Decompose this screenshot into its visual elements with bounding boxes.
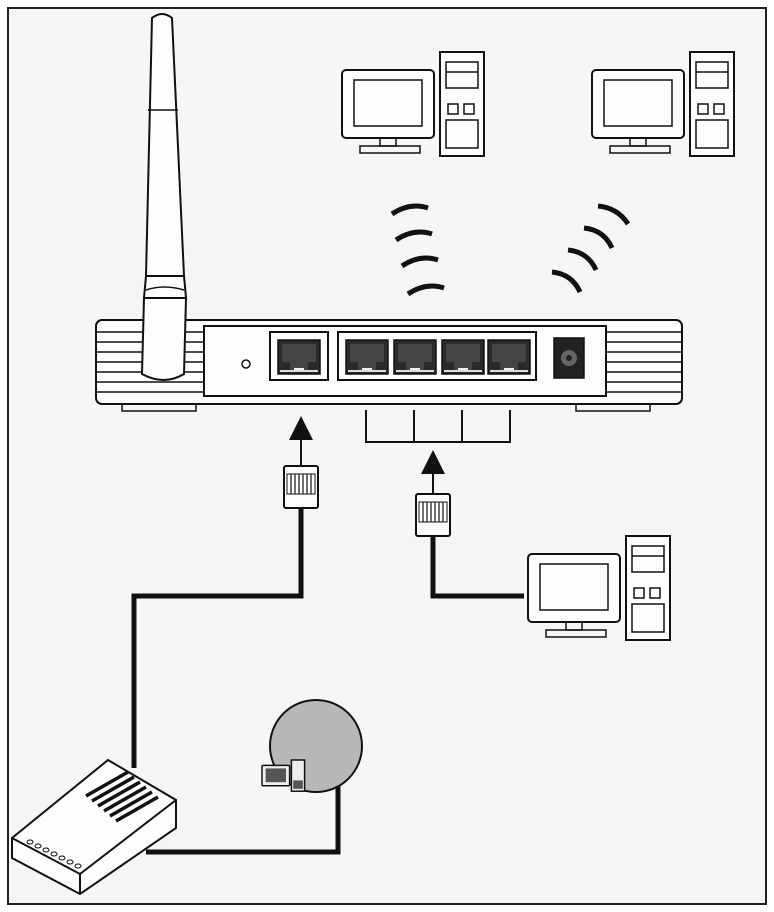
rj45-plug-icon <box>415 493 451 537</box>
wifi-waves-right-icon <box>551 203 631 294</box>
modem-icon <box>11 758 177 896</box>
lan-connection <box>415 450 524 599</box>
internet <box>146 699 363 855</box>
lan-port-1-icon <box>345 339 389 375</box>
wifi-waves-left-icon <box>390 203 445 297</box>
router-foot-left <box>121 403 197 412</box>
desktop-computer-icon <box>261 759 306 792</box>
lan-port-3-icon <box>441 339 485 375</box>
antenna-icon <box>140 13 188 381</box>
arrow-up-icon <box>289 416 313 440</box>
router-foot-right <box>575 403 651 412</box>
lan-port-2-icon <box>393 339 437 375</box>
arrow-up-icon <box>421 450 445 474</box>
wan-connection <box>131 416 319 768</box>
wan-port-icon <box>277 339 321 375</box>
reset-button-icon <box>241 359 251 369</box>
lan-port-4-icon <box>487 339 531 375</box>
lan-bracket <box>365 410 511 443</box>
router-vent-right <box>606 331 682 393</box>
modem-leds <box>26 839 82 869</box>
wireless-router <box>95 319 683 443</box>
rj45-plug-icon <box>283 465 319 509</box>
